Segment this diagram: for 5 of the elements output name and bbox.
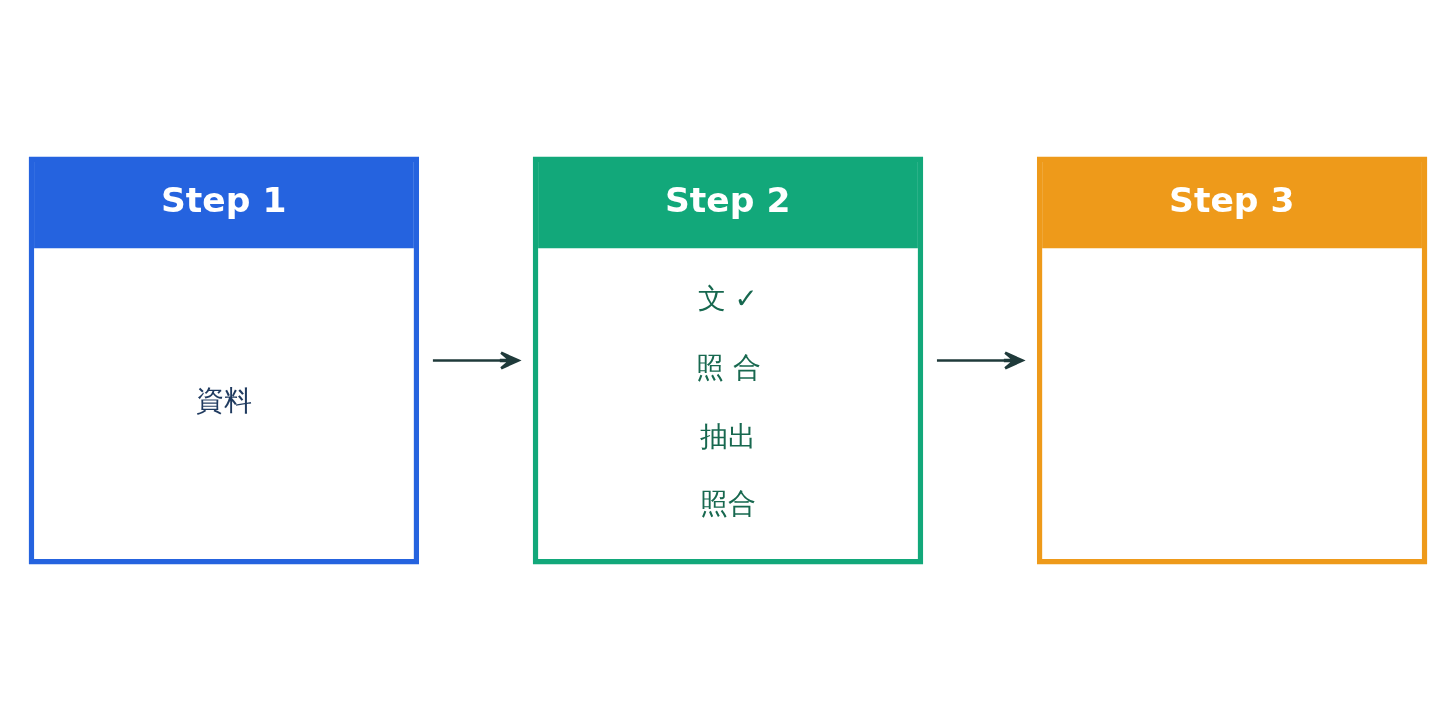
arrow [432,350,520,370]
node-box: Step 2 文 ✓ 照 合 抽出 照合 [532,156,924,564]
arrow [936,350,1024,370]
node-box: Step 3 [1037,156,1428,564]
node-box: Step 1 資料 [28,156,419,564]
